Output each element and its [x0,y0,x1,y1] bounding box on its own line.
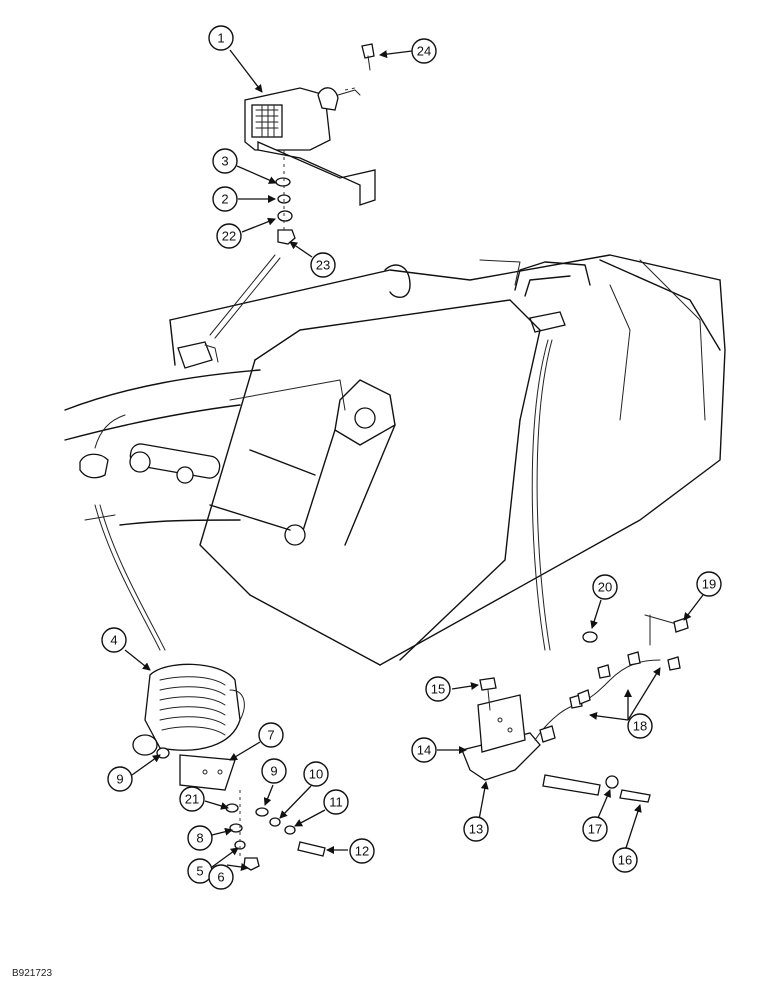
callout-11: 11 [323,789,349,815]
callout-18: 18 [627,713,653,739]
top-work-light [244,87,376,206]
callout-label: 14 [417,743,431,758]
callout-5: 5 [187,858,213,884]
callout-10: 10 [303,761,329,787]
callout-label: 12 [355,844,369,859]
callout-15: 15 [425,676,451,702]
callout-label: 17 [588,822,602,837]
callout-label: 10 [309,767,323,782]
callout-label: 2 [221,192,228,207]
callout-6: 6 [208,864,234,890]
callout-label: 11 [329,795,343,810]
callout-16: 16 [612,847,638,873]
callout-label: 24 [417,44,431,59]
callout-label: 20 [598,580,612,595]
callout-2: 2 [212,186,238,212]
callout-label: 16 [618,853,632,868]
callout-label: 9 [116,772,123,787]
callout-17: 17 [582,816,608,842]
callout-label: 6 [217,870,224,885]
drawing-reference: B921723 [12,968,52,979]
callout-12: 12 [349,838,375,864]
right-work-light [461,614,689,803]
callout-label: 13 [469,822,483,837]
callout-label: 22 [222,229,236,244]
callout-9-left: 9 [107,766,133,792]
callout-label: 8 [196,831,203,846]
hardware-top [275,43,375,245]
callout-19: 19 [696,571,722,597]
callout-label: 21 [185,792,199,807]
callout-label: 9 [270,764,277,779]
callout-21: 21 [179,786,205,812]
callout-label: 18 [633,719,647,734]
callout-label: 5 [196,864,203,879]
callout-label: 23 [316,258,330,273]
callout-label: 4 [110,633,117,648]
callout-label: 1 [217,31,224,46]
callout-3: 3 [212,148,238,174]
callout-22: 22 [216,223,242,249]
callout-9-right: 9 [261,758,287,784]
callout-label: 19 [702,577,716,592]
machine-body [64,254,726,666]
callout-8: 8 [187,825,213,851]
callout-20: 20 [592,574,618,600]
callout-label: 15 [431,682,445,697]
callout-14: 14 [411,737,437,763]
callout-label: 3 [221,154,228,169]
callout-4: 4 [101,627,127,653]
callout-7: 7 [258,722,284,748]
leader-lines [124,49,704,871]
callout-24: 24 [411,38,437,64]
left-work-light [132,663,326,871]
callout-1: 1 [208,25,234,51]
callout-13: 13 [463,816,489,842]
callout-label: 7 [267,728,274,743]
callout-23: 23 [310,252,336,278]
